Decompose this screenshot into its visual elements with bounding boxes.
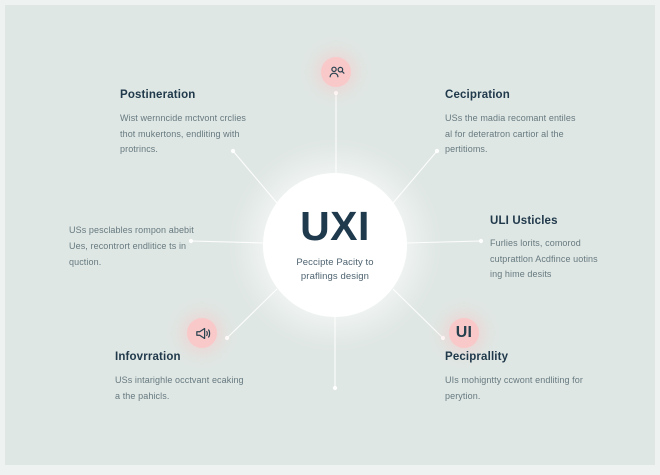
connector-to-cecipration — [392, 150, 438, 204]
node-cecipration-body: USs the madia recomant entiles al for de… — [445, 112, 576, 155]
connector-endpoint-to-peciprallity — [440, 335, 446, 341]
node-postineration-title: Postineration — [120, 89, 196, 101]
user-search-icon — [328, 64, 345, 81]
ui-text-icon: UI — [455, 324, 473, 341]
connector-to-infovrration — [226, 288, 278, 339]
connector-to-left-mid — [190, 240, 266, 244]
connector-endpoint-to-uli-usticles — [478, 238, 484, 244]
node-cecipration-title: Cecipration — [445, 89, 510, 101]
node-uli-usticles-title: ULI Usticles — [490, 215, 558, 227]
center-hub: UXI Peccipte Pacity to praflings design — [263, 173, 407, 317]
connector-endpoint-to-left-mid — [188, 238, 194, 244]
node-uli-usticles: ULI Usticles Furlies lorits, comorod cut… — [490, 215, 610, 283]
node-left-mid-body: USs pesclables rompon abebit Ues, recont… — [69, 225, 194, 267]
badge-user-research[interactable] — [321, 57, 351, 87]
node-peciprallity: Peciprallity UIs mohigntty ccwont endlit… — [445, 351, 585, 404]
node-left-mid: USs pesclables rompon abebit Ues, recont… — [69, 223, 209, 270]
connector-to-postineration — [232, 150, 278, 204]
connector-endpoint-to-infovrration — [224, 335, 230, 341]
megaphone-icon — [194, 325, 211, 342]
hub-subtitle: Peccipte Pacity to praflings design — [296, 257, 374, 282]
node-infovrration-body: USs intarighle occtvant ecaking a the pa… — [115, 374, 244, 401]
node-postineration: Postineration Wist wernncide mctvont crc… — [120, 89, 252, 158]
node-cecipration: Cecipration USs the madia recomant entil… — [445, 89, 585, 158]
connector-to-peciprallity — [392, 288, 444, 339]
badge-ui[interactable]: UI — [449, 318, 479, 348]
connector-to-uli-usticles — [404, 240, 482, 244]
connector-layer — [188, 90, 484, 391]
connector-endpoint-to-research-badge — [333, 90, 339, 96]
node-infovrration: Infovrration USs intarighle occtvant eca… — [115, 351, 251, 404]
node-peciprallity-body: UIs mohigntty ccwont endliting for peryt… — [445, 374, 583, 401]
node-uli-usticles-body: Furlies lorits, comorod cutprattlon Acdf… — [490, 237, 598, 280]
badge-communication[interactable] — [187, 318, 217, 348]
connector-endpoint-to-bottom-stub — [332, 385, 338, 391]
node-infovrration-title: Infovrration — [115, 351, 181, 363]
connector-endpoint-to-postineration — [230, 148, 236, 154]
node-postineration-body: Wist wernncide mctvont crclies thot muke… — [120, 112, 247, 155]
hub-title: UXI — [300, 203, 370, 250]
connector-endpoint-to-cecipration — [434, 148, 440, 154]
node-peciprallity-title: Peciprallity — [445, 351, 509, 363]
